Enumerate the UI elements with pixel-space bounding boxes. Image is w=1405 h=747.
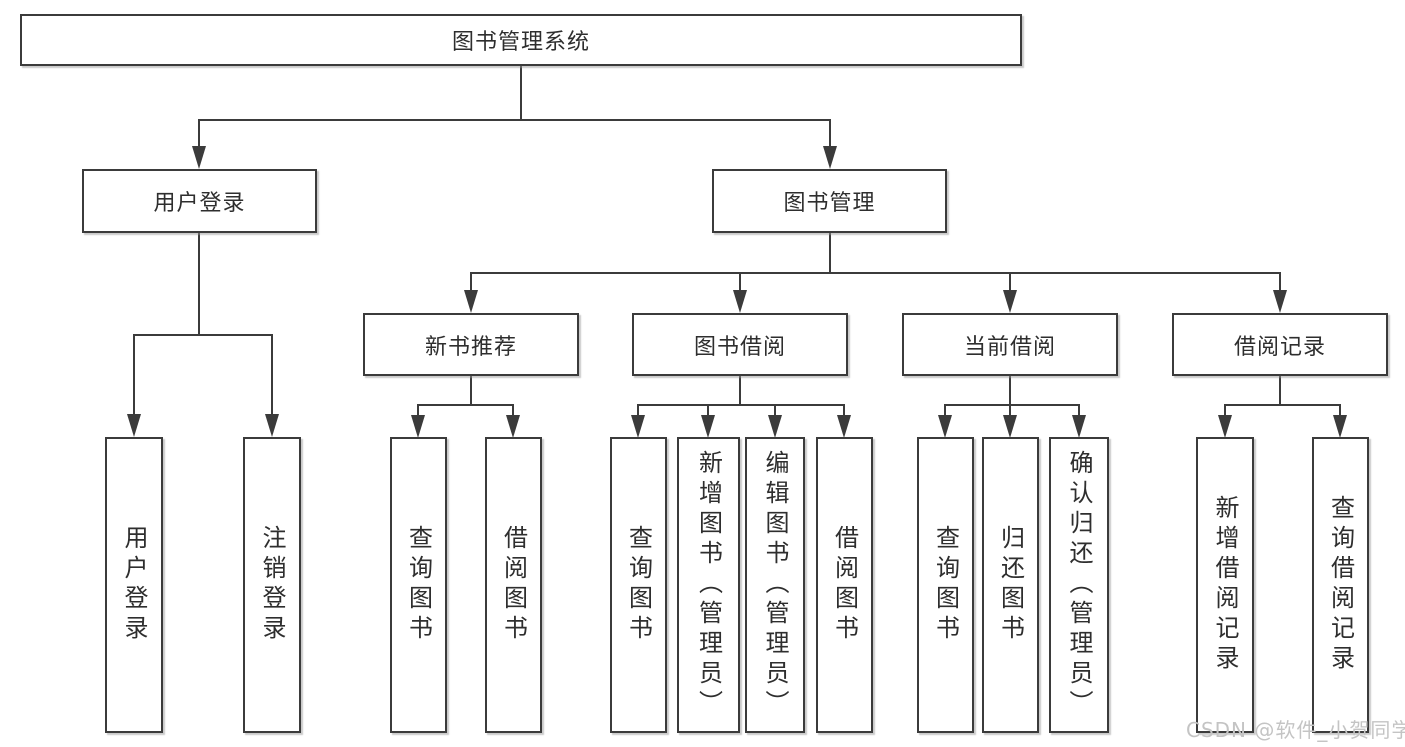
arrow-down-icon [464,290,478,313]
connector-group-rail [1224,404,1341,406]
connector-group-stem [470,376,472,406]
arrow-down-icon [631,415,645,438]
connector-group-stem [1009,376,1011,406]
csdn-watermark: CSDN @软件_小贺同学 [1186,718,1405,742]
arrow-down-icon [733,290,747,313]
node-root-library-management-system: 图书管理系统 [20,14,1022,66]
arrow-down-icon [701,415,715,438]
leaf-borrowing-query-books: 查询图书 [610,437,667,733]
leaf-records-add-record: 新增借阅记录 [1196,437,1254,733]
leaf-logout: 注销登录 [243,437,301,733]
leaf-user-login: 用户登录 [105,437,163,733]
leaf-current-confirm-return-admin: 确认归还（管理员） [1049,437,1109,733]
leaf-newbook-borrow-books: 借阅图书 [485,437,542,733]
leaf-borrowing-add-books-admin: 新增图书（管理员） [677,437,740,733]
leaf-newbook-query-books: 查询图书 [390,437,447,733]
arrow-down-icon [411,415,425,438]
node-borrowing-records: 借阅记录 [1172,313,1388,376]
leaf-current-query-books: 查询图书 [917,437,974,733]
arrow-down-icon [1333,415,1347,438]
connector-group-rail [944,404,1080,406]
connector-level3-drop [1009,272,1011,294]
connector-book-mgmt-drop [829,119,831,149]
arrow-down-icon [265,414,279,437]
arrow-down-icon [506,415,520,438]
leaf-borrowing-edit-books-admin: 编辑图书（管理员） [745,437,805,733]
connector-leaf-drop [843,404,845,420]
arrow-down-icon [823,146,837,169]
connector-user-login-stem [198,232,200,336]
leaf-current-return-books: 归还图书 [982,437,1039,733]
connector-leaf-drop [133,334,135,419]
connector-leaf-drop [417,404,419,420]
connector-book-mgmt-stem [829,232,831,274]
connector-leaf-drop [1078,404,1080,420]
connector-leaf-drop [774,404,776,420]
arrow-down-icon [837,415,851,438]
arrow-down-icon [1273,290,1287,313]
connector-leaf-drop [1009,404,1011,420]
connector-level3-drop [470,272,472,294]
connector-user-login-drop [198,119,200,149]
connector-group-stem [739,376,741,406]
arrow-down-icon [938,415,952,438]
arrow-down-icon [1003,290,1017,313]
connector-leaf-drop [637,404,639,420]
node-book-borrowing: 图书借阅 [632,313,848,376]
connector-group-stem [1279,376,1281,406]
connector-root-stem [520,65,522,121]
node-book-management: 图书管理 [712,169,947,233]
arrow-down-icon [192,146,206,169]
connector-leaf-drop [944,404,946,420]
connector-user-login-rail [133,334,273,336]
connector-leaf-drop [1339,404,1341,420]
node-current-borrowing: 当前借阅 [902,313,1118,376]
node-user-login: 用户登录 [82,169,317,233]
connector-level3-rail [470,272,1281,274]
leaf-records-query-record: 查询借阅记录 [1312,437,1369,733]
connector-leaf-drop [512,404,514,420]
connector-group-rail [637,404,845,406]
connector-leaf-drop [271,334,273,419]
connector-level1-rail [198,119,831,121]
arrow-down-icon [127,414,141,437]
arrow-down-icon [768,415,782,438]
connector-leaf-drop [707,404,709,420]
arrow-down-icon [1072,415,1086,438]
leaf-borrowing-borrow-books: 借阅图书 [816,437,873,733]
arrow-down-icon [1003,415,1017,438]
connector-leaf-drop [1224,404,1226,420]
arrow-down-icon [1218,415,1232,438]
connector-level3-drop [1279,272,1281,294]
connector-group-rail [417,404,514,406]
node-new-book-recommend: 新书推荐 [363,313,579,376]
connector-level3-drop [739,272,741,294]
